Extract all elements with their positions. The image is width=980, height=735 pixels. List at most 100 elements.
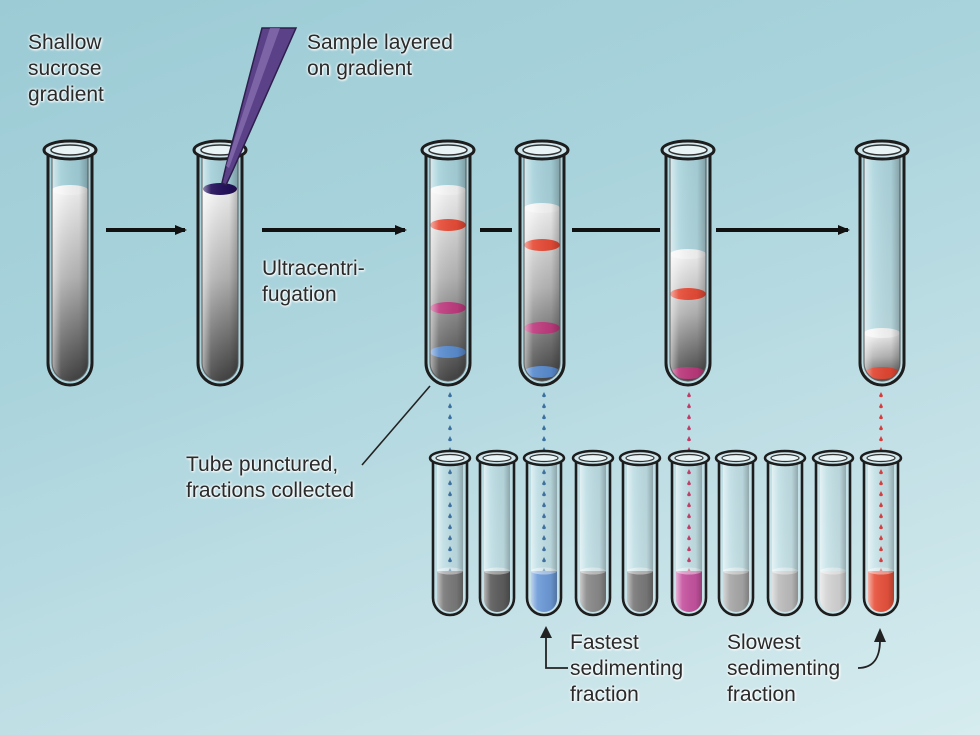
centrifuged-tube-1 [420, 139, 476, 387]
tube-outline [525, 458, 563, 617]
drip-drop [448, 436, 452, 442]
drip-drop [687, 392, 691, 398]
fastest-pointer-arrow [545, 632, 568, 669]
tube-mouth [721, 453, 751, 463]
tube-outline [717, 458, 755, 617]
tube-outline [196, 150, 244, 387]
glass-shine [484, 458, 510, 612]
drip-drop [687, 403, 691, 409]
glass-shine [723, 458, 749, 612]
fraction-tubes [428, 449, 903, 617]
label-line: sucrose [28, 57, 102, 80]
fraction-tube [714, 449, 758, 617]
label-tube-punctured: Tube punctured, fractions collected [186, 452, 354, 504]
tube-outline [46, 150, 94, 387]
label-line: Tube punctured, [186, 453, 339, 476]
tube-outline [424, 150, 472, 387]
label-shallow-sucrose-gradient: Shallow sucrose gradient [28, 30, 104, 108]
drip-drop [448, 414, 452, 420]
label-line: fraction [570, 683, 639, 706]
drip-drop [879, 425, 883, 431]
tube-outline [478, 458, 516, 617]
label-line: Shallow [28, 31, 102, 54]
fastest-pointer-head [540, 626, 552, 638]
fraction-tube [811, 449, 855, 617]
puncture-leader-line [361, 385, 431, 466]
tube-inner-wall [669, 156, 707, 382]
tube-mouth [866, 453, 896, 463]
label-line: sedimenting [727, 657, 841, 680]
tube-outline [518, 150, 566, 387]
label-line: Fastest [570, 631, 639, 654]
slowest-pointer-arrow [857, 639, 881, 669]
glass-shine [524, 150, 560, 381]
pipette-icon [221, 27, 298, 187]
tube-inner-wall [523, 156, 561, 382]
fraction-tube [428, 449, 472, 617]
drip-drop [448, 392, 452, 398]
tube-outline [574, 458, 612, 617]
drip-drop [879, 414, 883, 420]
tube-outline [766, 458, 804, 617]
glass-shine [202, 150, 238, 381]
tube-outline [431, 458, 469, 617]
large-tubes [42, 139, 910, 387]
drip-drop [448, 425, 452, 431]
drip-drop [542, 436, 546, 442]
fraction-tube [618, 449, 662, 617]
label-ultracentrifugation: Ultracentri- fugation [262, 256, 365, 308]
glass-shine [52, 150, 88, 381]
fraction-tube [667, 449, 711, 617]
tube-outline [621, 458, 659, 617]
tube-mouth [578, 453, 608, 463]
tube-mouth [522, 144, 562, 156]
fraction-tube [475, 449, 519, 617]
drip-drop [687, 436, 691, 442]
drip-drop [687, 414, 691, 420]
glass-shine [820, 458, 846, 612]
tube-mouth [625, 453, 655, 463]
label-line: Sample layered [307, 31, 453, 54]
sample-tube [192, 139, 248, 387]
glass-shine [676, 458, 702, 612]
tube-outline [670, 458, 708, 617]
fraction-tube [859, 449, 903, 617]
label-line: fraction [727, 683, 796, 706]
label-sample-layered: Sample layered on gradient [307, 30, 453, 82]
tube-inner-wall [863, 156, 901, 382]
drip-drop [879, 403, 883, 409]
fraction-tube [571, 449, 615, 617]
tube-outline [862, 458, 900, 617]
glass-shine [670, 150, 706, 381]
tube-mouth [482, 453, 512, 463]
tube-outline [814, 458, 852, 617]
label-line: fugation [262, 283, 337, 306]
tube-outline [664, 150, 712, 387]
fraction-tube [522, 449, 566, 617]
tube-mouth [674, 453, 704, 463]
glass-shine [437, 458, 463, 612]
label-line: Ultracentri- [262, 257, 365, 280]
drip-drop [879, 436, 883, 442]
label-line: Slowest [727, 631, 801, 654]
label-line: on gradient [307, 57, 413, 80]
tube-mouth [529, 453, 559, 463]
label-slowest-sedimenting: Slowest sedimenting fraction [727, 630, 840, 708]
label-fastest-sedimenting: Fastest sedimenting fraction [570, 630, 683, 708]
tube-mouth [862, 144, 902, 156]
centrifuged-tube-2 [514, 139, 570, 387]
centrifuged-tube-3 [660, 139, 716, 387]
glass-shine [580, 458, 606, 612]
tube-inner-wall [51, 156, 89, 382]
tube-mouth [668, 144, 708, 156]
tube-outline [858, 150, 906, 387]
tube-mouth [770, 453, 800, 463]
tube-inner-wall [429, 156, 467, 382]
drip-drop [448, 403, 452, 409]
tube-mouth [50, 144, 90, 156]
drip-drop [542, 403, 546, 409]
glass-shine [864, 150, 900, 381]
slowest-pointer-head [874, 628, 886, 642]
